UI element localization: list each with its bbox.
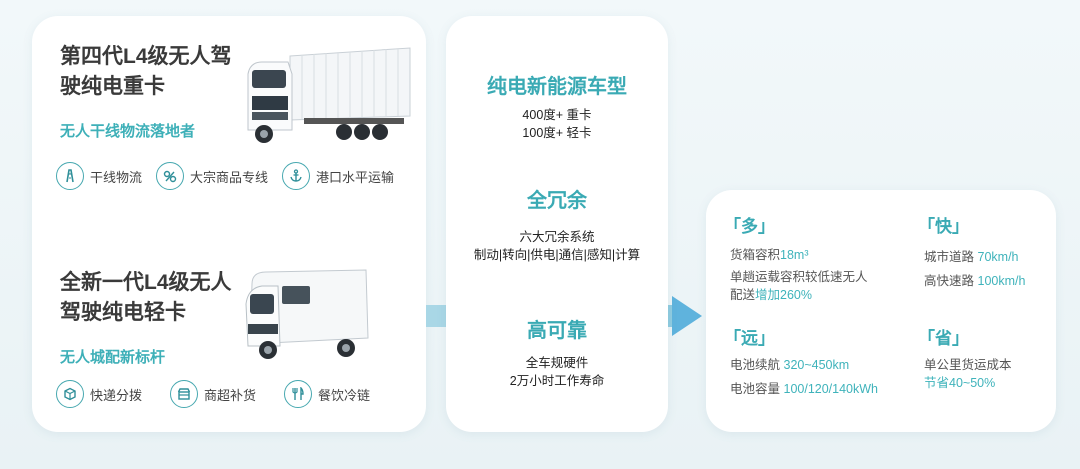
advantages-card: 「多」 货箱容积18m³ 单趟运载容积较低速无人配送增加260% 「快」 城市道…	[706, 190, 1056, 432]
feature-line: 2万小时工作寿命	[509, 374, 605, 388]
feature-title-ev: 纯电新能源车型	[487, 76, 627, 98]
tag-food-cold-chain: 餐饮冷链	[284, 380, 370, 408]
arrow-right-icon	[672, 296, 702, 336]
advantage-line: 城市道路 70km/h	[924, 248, 1019, 266]
tag-trunk-logistics: 干线物流	[56, 162, 142, 190]
feature-line: 100度+ 轻卡	[522, 126, 592, 140]
value: 70km/h	[977, 250, 1019, 264]
fork-knife-icon	[284, 380, 313, 408]
advantage-line: 单公里货运成本	[924, 358, 1012, 372]
feature-title-reliability: 高可靠	[527, 320, 587, 342]
tag-label: 快递分拨	[90, 387, 143, 403]
tag-label: 港口水平运输	[316, 169, 395, 185]
tag-label: 大宗商品专线	[190, 169, 269, 185]
value: 100/120/140kWh	[783, 382, 879, 396]
value: 100km/h	[977, 274, 1026, 288]
heavy-truck-image	[247, 47, 411, 143]
bulk-goods-icon	[156, 162, 185, 190]
features-card: 纯电新能源车型 400度+ 重卡 100度+ 轻卡 全冗余 六大冗余系统 制动|…	[446, 16, 668, 432]
label: 货箱容积	[730, 248, 781, 262]
light-truck-image	[245, 269, 369, 359]
tag-label: 餐饮冷链	[318, 387, 371, 403]
advantage-head-fast: 「快」	[918, 217, 969, 236]
tag-port-transport: 港口水平运输	[282, 162, 394, 190]
heavy-truck-title: 第四代L4级无人驾驶纯电重卡	[60, 45, 232, 98]
parcel-icon	[56, 380, 84, 408]
heavy-truck-tags: 干线物流 大宗商品专线 港口水平运输	[56, 162, 394, 190]
tag-label: 干线物流	[90, 169, 143, 185]
shop-icon	[170, 380, 199, 408]
connector-bar	[426, 305, 446, 327]
feature-title-redundancy: 全冗余	[527, 190, 587, 212]
light-truck-tags: 快递分拨 商超补货 餐饮冷链	[56, 380, 370, 408]
advantage-line: 货箱容积18m³	[730, 246, 809, 264]
label: 电池续航	[730, 358, 781, 372]
tag-bulk-goods: 大宗商品专线	[156, 162, 268, 190]
advantage-line: 电池容量 100/120/140kWh	[730, 380, 878, 398]
heavy-truck-subtitle: 无人干线物流落地者	[60, 123, 196, 140]
advantage-value: 节省40~50%	[924, 376, 996, 390]
label: 高快速路	[924, 274, 975, 288]
light-truck-subtitle: 无人城配新标杆	[60, 349, 166, 366]
value: 320~450km	[783, 358, 850, 372]
tag-supermarket-restock: 商超补货	[170, 380, 256, 408]
anchor-icon	[282, 162, 311, 190]
advantage-head-far: 「远」	[724, 329, 775, 348]
label: 单趟运载容积较低速无人配送	[730, 270, 868, 302]
label: 电池容量	[730, 382, 781, 396]
feature-line: 制动|转向|供电|通信|感知|计算	[473, 248, 641, 262]
feature-line: 全车规硬件	[525, 356, 589, 370]
advantage-line: 高快速路 100km/h	[924, 272, 1025, 290]
value: 18m³	[780, 248, 809, 262]
tag-label: 商超补货	[204, 387, 257, 403]
value: 增加260%	[755, 288, 812, 302]
truck-products-card: 第四代L4级无人驾驶纯电重卡 无人干线物流落地者 干线物流	[32, 16, 426, 432]
tag-express-sorting: 快递分拨	[56, 380, 142, 408]
road-icon	[56, 162, 84, 190]
advantage-head-save: 「省」	[918, 329, 969, 348]
feature-line: 六大冗余系统	[519, 230, 595, 244]
advantage-line: 电池续航 320~450km	[730, 356, 849, 374]
light-truck-title: 全新一代L4级无人驾驶纯电轻卡	[60, 271, 232, 324]
label: 城市道路	[924, 250, 975, 264]
advantage-line: 单趟运载容积较低速无人配送增加260%	[730, 268, 870, 304]
advantage-head-more: 「多」	[724, 217, 775, 236]
feature-line: 400度+ 重卡	[522, 108, 592, 122]
